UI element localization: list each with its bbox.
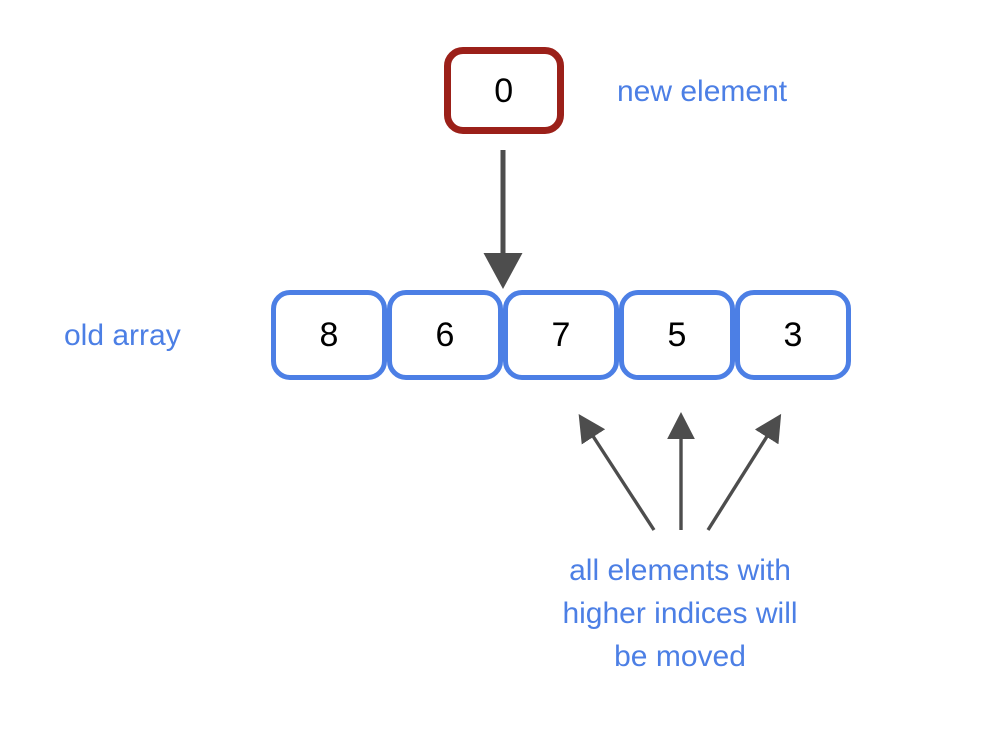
old-array-label: old array bbox=[64, 319, 181, 352]
moved-arrow-left bbox=[578, 414, 656, 531]
old-array-row: 8 6 7 5 3 bbox=[271, 290, 851, 380]
array-cell-value-4: 3 bbox=[783, 316, 803, 354]
array-cell-3[interactable]: 5 bbox=[619, 290, 735, 380]
array-cell-value-0: 8 bbox=[319, 316, 339, 354]
array-cell-2[interactable]: 7 bbox=[503, 290, 619, 380]
caption-line-1: all elements with bbox=[569, 554, 791, 587]
array-cell-4[interactable]: 3 bbox=[735, 290, 851, 380]
array-cell-1[interactable]: 6 bbox=[387, 290, 503, 380]
moved-arrow-right bbox=[706, 413, 782, 531]
new-element-box[interactable]: 0 bbox=[444, 47, 564, 134]
moved-elements-caption: all elements with higher indices will be… bbox=[480, 549, 880, 678]
array-cell-value-1: 6 bbox=[435, 316, 455, 354]
new-element-value: 0 bbox=[494, 71, 514, 110]
array-cell-value-2: 7 bbox=[551, 316, 571, 354]
caption-line-3: be moved bbox=[614, 640, 746, 673]
new-element-label: new element bbox=[617, 75, 788, 108]
caption-line-2: higher indices will bbox=[562, 597, 798, 630]
array-cell-value-3: 5 bbox=[667, 316, 687, 354]
array-cell-0[interactable]: 8 bbox=[271, 290, 387, 380]
